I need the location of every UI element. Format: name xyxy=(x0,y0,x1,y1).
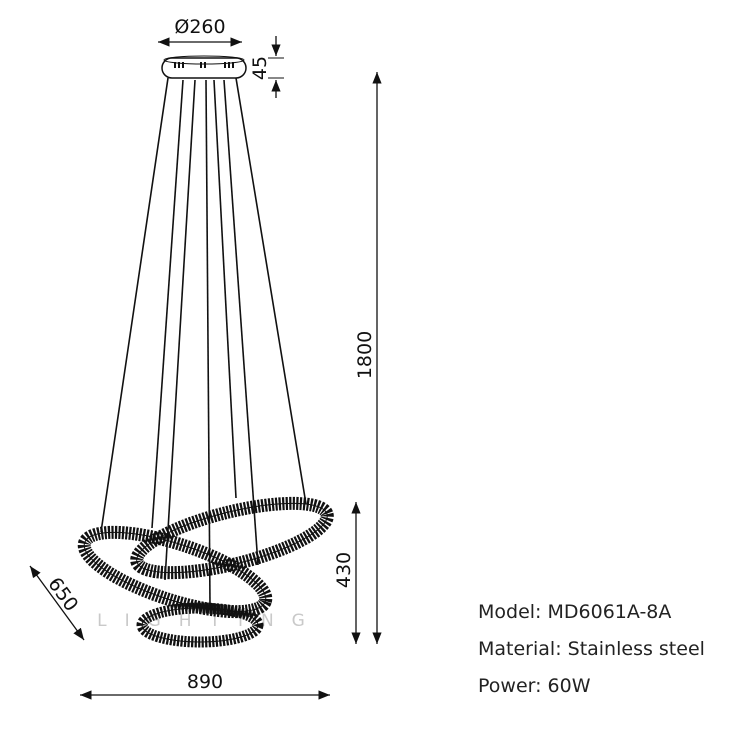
width-label: 890 xyxy=(187,671,223,693)
canopy-height-label: 45 xyxy=(249,56,271,80)
ceiling-canopy xyxy=(161,55,247,79)
dimension-total-height: 1800 xyxy=(354,72,382,644)
depth-label: 650 xyxy=(43,573,82,615)
dimension-width: 890 xyxy=(80,671,330,700)
spec-model: Model: MD6061A-8A xyxy=(478,601,672,623)
canopy-diameter-label: Ø260 xyxy=(174,16,225,38)
dimension-ring-height: 430 xyxy=(333,502,361,644)
dimension-depth: 650 xyxy=(29,565,85,641)
crystal-rings xyxy=(77,496,334,648)
ring-height-label: 430 xyxy=(333,552,355,588)
suspension-cables xyxy=(100,77,307,606)
spec-power: Power: 60W xyxy=(478,675,591,697)
dimension-canopy-diameter: Ø260 xyxy=(158,16,242,47)
dimension-canopy-height: 45 xyxy=(249,36,284,98)
spec-material: Material: Stainless steel xyxy=(478,638,705,660)
total-height-label: 1800 xyxy=(354,331,376,379)
